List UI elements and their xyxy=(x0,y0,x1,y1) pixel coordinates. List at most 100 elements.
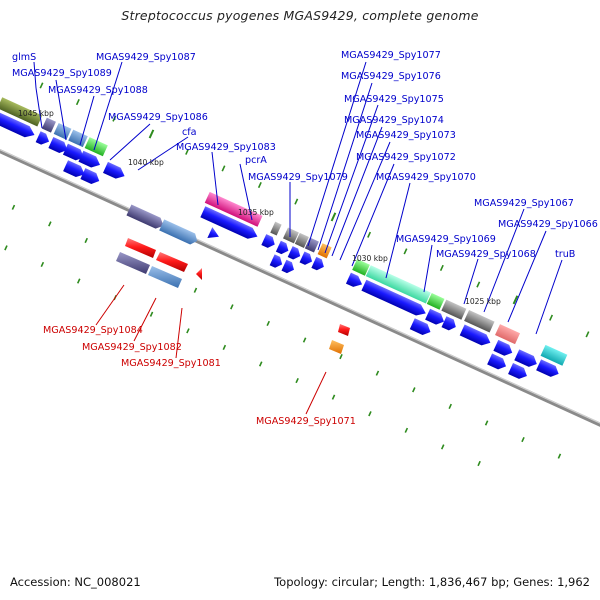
forward-gene-labels: glmS MGAS9429_Spy1089 MGAS9429_Spy1088 M… xyxy=(12,50,598,260)
cds-arrow xyxy=(409,318,431,335)
feature-reverse-spy1082 xyxy=(159,219,198,245)
feature-spy1068 xyxy=(426,293,445,310)
label-spy1076[interactable]: MGAS9429_Spy1076 xyxy=(341,71,441,82)
label-spy1069[interactable]: MGAS9429_Spy1069 xyxy=(396,234,496,245)
label-cfa[interactable]: cfa xyxy=(182,127,197,138)
gene-spy1081 xyxy=(196,268,202,280)
cds-arrow xyxy=(287,246,301,260)
genome-backbone xyxy=(0,138,600,442)
cds-arrow xyxy=(508,363,527,379)
cds-arrow xyxy=(78,150,101,168)
feature-spy1075 xyxy=(304,237,319,253)
cds-arrow xyxy=(441,316,456,331)
cds-arrow xyxy=(80,168,100,185)
reverse-gene-labels: MGAS9429_Spy1084 MGAS9429_Spy1082 MGAS94… xyxy=(43,325,356,427)
gene-spy1084 xyxy=(125,238,156,258)
label-spy1068[interactable]: MGAS9429_Spy1068 xyxy=(436,249,536,260)
cds-arrow xyxy=(281,259,294,274)
feature-spy1069 xyxy=(365,265,431,304)
small-arrows xyxy=(207,227,219,239)
cds-arrow xyxy=(261,234,275,248)
cds-arrow xyxy=(459,324,491,346)
cds-arrow xyxy=(35,131,50,145)
label-glmS[interactable]: glmS xyxy=(12,52,36,63)
feature-spy1087 xyxy=(68,129,88,148)
tick-label-1045: 1045 kbp xyxy=(18,109,54,118)
feature-pcrA xyxy=(204,191,263,227)
feature-spy1088 xyxy=(53,122,72,140)
cds-arrow xyxy=(361,279,426,316)
feature-row xyxy=(0,97,568,366)
label-spy1072[interactable]: MGAS9429_Spy1072 xyxy=(356,152,456,163)
label-spy1081[interactable]: MGAS9429_Spy1081 xyxy=(121,358,221,369)
label-spy1084[interactable]: MGAS9429_Spy1084 xyxy=(43,325,143,336)
map-title: Streptococcus pyogenes MGAS9429, complet… xyxy=(121,8,479,23)
label-truB[interactable]: truB xyxy=(555,249,575,260)
cds-arrow xyxy=(102,161,125,179)
tick-label-1040: 1040 kbp xyxy=(128,158,164,167)
label-spy1079[interactable]: MGAS9429_Spy1079 xyxy=(248,172,348,183)
feature-spy1066 xyxy=(464,310,495,333)
feature-glmS xyxy=(0,97,43,127)
label-spy1089[interactable]: MGAS9429_Spy1089 xyxy=(12,68,112,79)
genome-track xyxy=(0,82,600,467)
feature-reverse-spy1084 xyxy=(126,204,164,229)
label-spy1083[interactable]: MGAS9429_Spy1083 xyxy=(176,142,276,153)
label-spy1067[interactable]: MGAS9429_Spy1067 xyxy=(474,198,574,209)
cds-arrow xyxy=(536,359,559,377)
label-spy1066[interactable]: MGAS9429_Spy1066 xyxy=(498,219,598,230)
cds-arrow xyxy=(299,251,313,265)
label-spy1075[interactable]: MGAS9429_Spy1075 xyxy=(344,94,444,105)
reverse-strand-genes xyxy=(116,238,350,354)
cds-arrow xyxy=(62,143,84,161)
cds-arrow xyxy=(0,105,35,138)
gene-spy1071-b xyxy=(329,340,344,354)
label-spy1077[interactable]: MGAS9429_Spy1077 xyxy=(341,50,441,61)
label-spy1082[interactable]: MGAS9429_Spy1082 xyxy=(82,342,182,353)
feature-spy1089 xyxy=(41,117,56,133)
cds-arrow xyxy=(487,353,507,370)
label-spy1074[interactable]: MGAS9429_Spy1074 xyxy=(344,115,444,126)
cds-arrow xyxy=(200,206,258,239)
cds-arrow xyxy=(275,240,289,255)
feature-right-teal xyxy=(540,344,568,366)
cds-arrow xyxy=(425,308,444,325)
label-spy1073[interactable]: MGAS9429_Spy1073 xyxy=(356,130,456,141)
label-spy1071[interactable]: MGAS9429_Spy1071 xyxy=(256,416,356,427)
cds-arrow xyxy=(48,137,68,153)
feature-spy1073 xyxy=(317,243,332,259)
gene-spy1084-b xyxy=(116,252,150,274)
feature-spy1079 xyxy=(270,221,282,236)
tick-label-1025: 1025 kbp xyxy=(465,297,501,306)
accession-text: Accession: NC_008021 xyxy=(10,575,141,589)
feature-spy1076 xyxy=(294,232,309,248)
feature-truB xyxy=(495,324,521,345)
cds-arrow xyxy=(311,256,324,271)
feature-spy1077 xyxy=(283,227,299,244)
feature-spy1086 xyxy=(84,137,108,157)
label-spy1088[interactable]: MGAS9429_Spy1088 xyxy=(48,85,148,96)
topology-text: Topology: circular; Length: 1,836,467 bp… xyxy=(274,575,590,589)
cds-arrow xyxy=(345,272,363,287)
cds-arrow xyxy=(207,227,219,239)
tick-label-1030: 1030 kbp xyxy=(352,254,388,263)
gene-spy1071-a xyxy=(338,324,350,336)
gene-spy1082-b xyxy=(148,266,182,288)
cds-arrow xyxy=(493,339,513,356)
tick-label-1035: 1035 kbp xyxy=(238,208,274,217)
gene-spy1082 xyxy=(156,252,188,272)
feature-spy1067 xyxy=(441,299,467,320)
label-pcrA[interactable]: pcrA xyxy=(245,155,267,166)
reverse-cds-row xyxy=(126,204,198,245)
feature-spy1070 xyxy=(352,259,370,276)
cds-arrow xyxy=(63,160,85,177)
label-spy1087[interactable]: MGAS9429_Spy1087 xyxy=(96,52,196,63)
tick-labels: 1045 kbp 1040 kbp 1035 kbp 1030 kbp 1025… xyxy=(18,109,501,306)
label-spy1086[interactable]: MGAS9429_Spy1086 xyxy=(108,112,208,123)
cds-arrow xyxy=(269,254,283,268)
label-spy1070[interactable]: MGAS9429_Spy1070 xyxy=(376,172,476,183)
leader-lines xyxy=(33,61,563,415)
cds-arrow xyxy=(514,349,537,367)
forward-cds-row xyxy=(0,105,559,379)
